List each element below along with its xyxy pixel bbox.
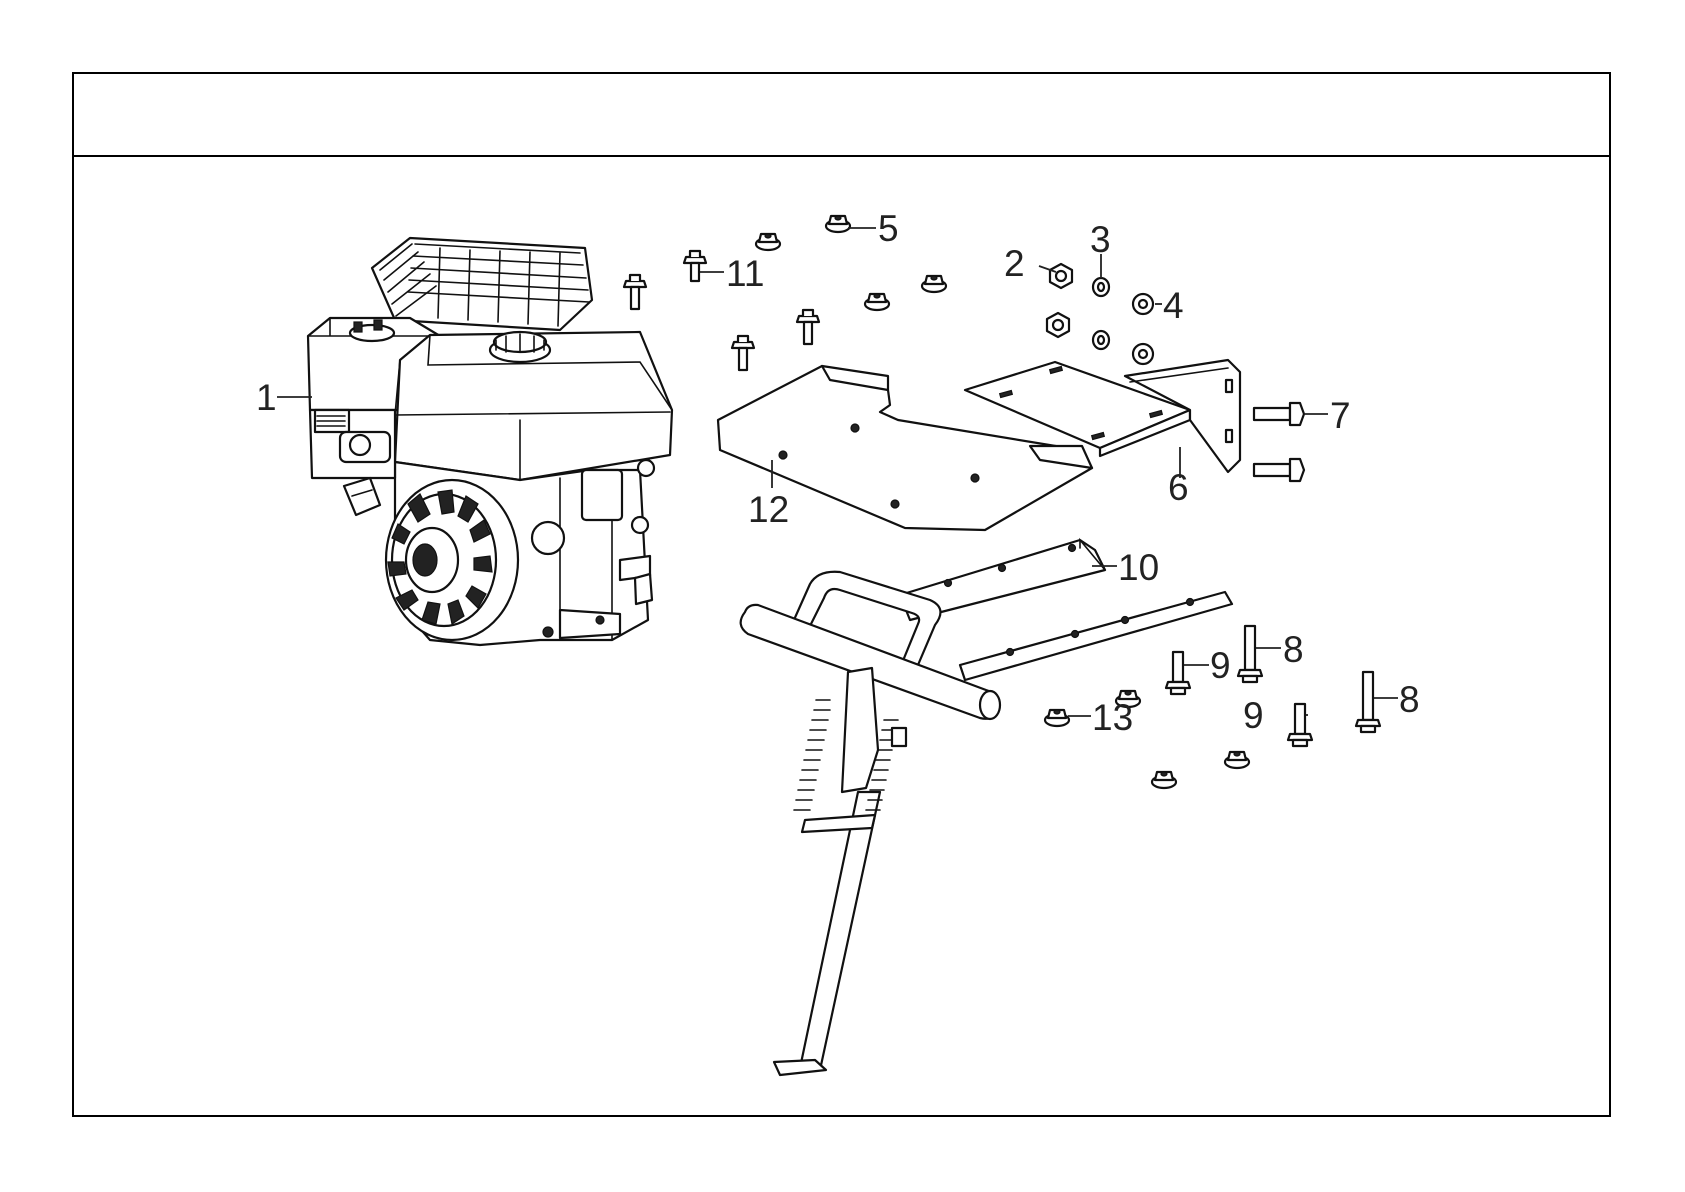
label-3: 3	[1090, 219, 1111, 260]
label-10: 10	[1118, 547, 1159, 588]
label-8a: 8	[1283, 629, 1304, 670]
label-2: 2	[1004, 243, 1025, 284]
label-9b: 9	[1243, 695, 1264, 736]
stand-frame	[741, 540, 1232, 1075]
label-12: 12	[748, 489, 789, 530]
label-4: 4	[1163, 285, 1184, 326]
engine	[308, 238, 672, 645]
label-1: 1	[256, 377, 277, 418]
flange-nuts-5	[756, 216, 946, 310]
label-13: 13	[1092, 697, 1133, 738]
label-11: 11	[726, 253, 764, 294]
label-8b: 8	[1399, 679, 1420, 720]
label-9a: 9	[1210, 645, 1231, 686]
label-5: 5	[878, 208, 899, 249]
hex-nuts-2	[1047, 264, 1072, 337]
flange-nuts-13	[1045, 691, 1249, 788]
lock-washers-3	[1093, 278, 1109, 349]
hex-bolts-7	[1254, 403, 1304, 481]
label-7: 7	[1330, 395, 1351, 436]
label-6: 6	[1168, 467, 1189, 508]
flange-bolts-11	[624, 251, 819, 370]
flat-washers-4	[1133, 294, 1153, 364]
